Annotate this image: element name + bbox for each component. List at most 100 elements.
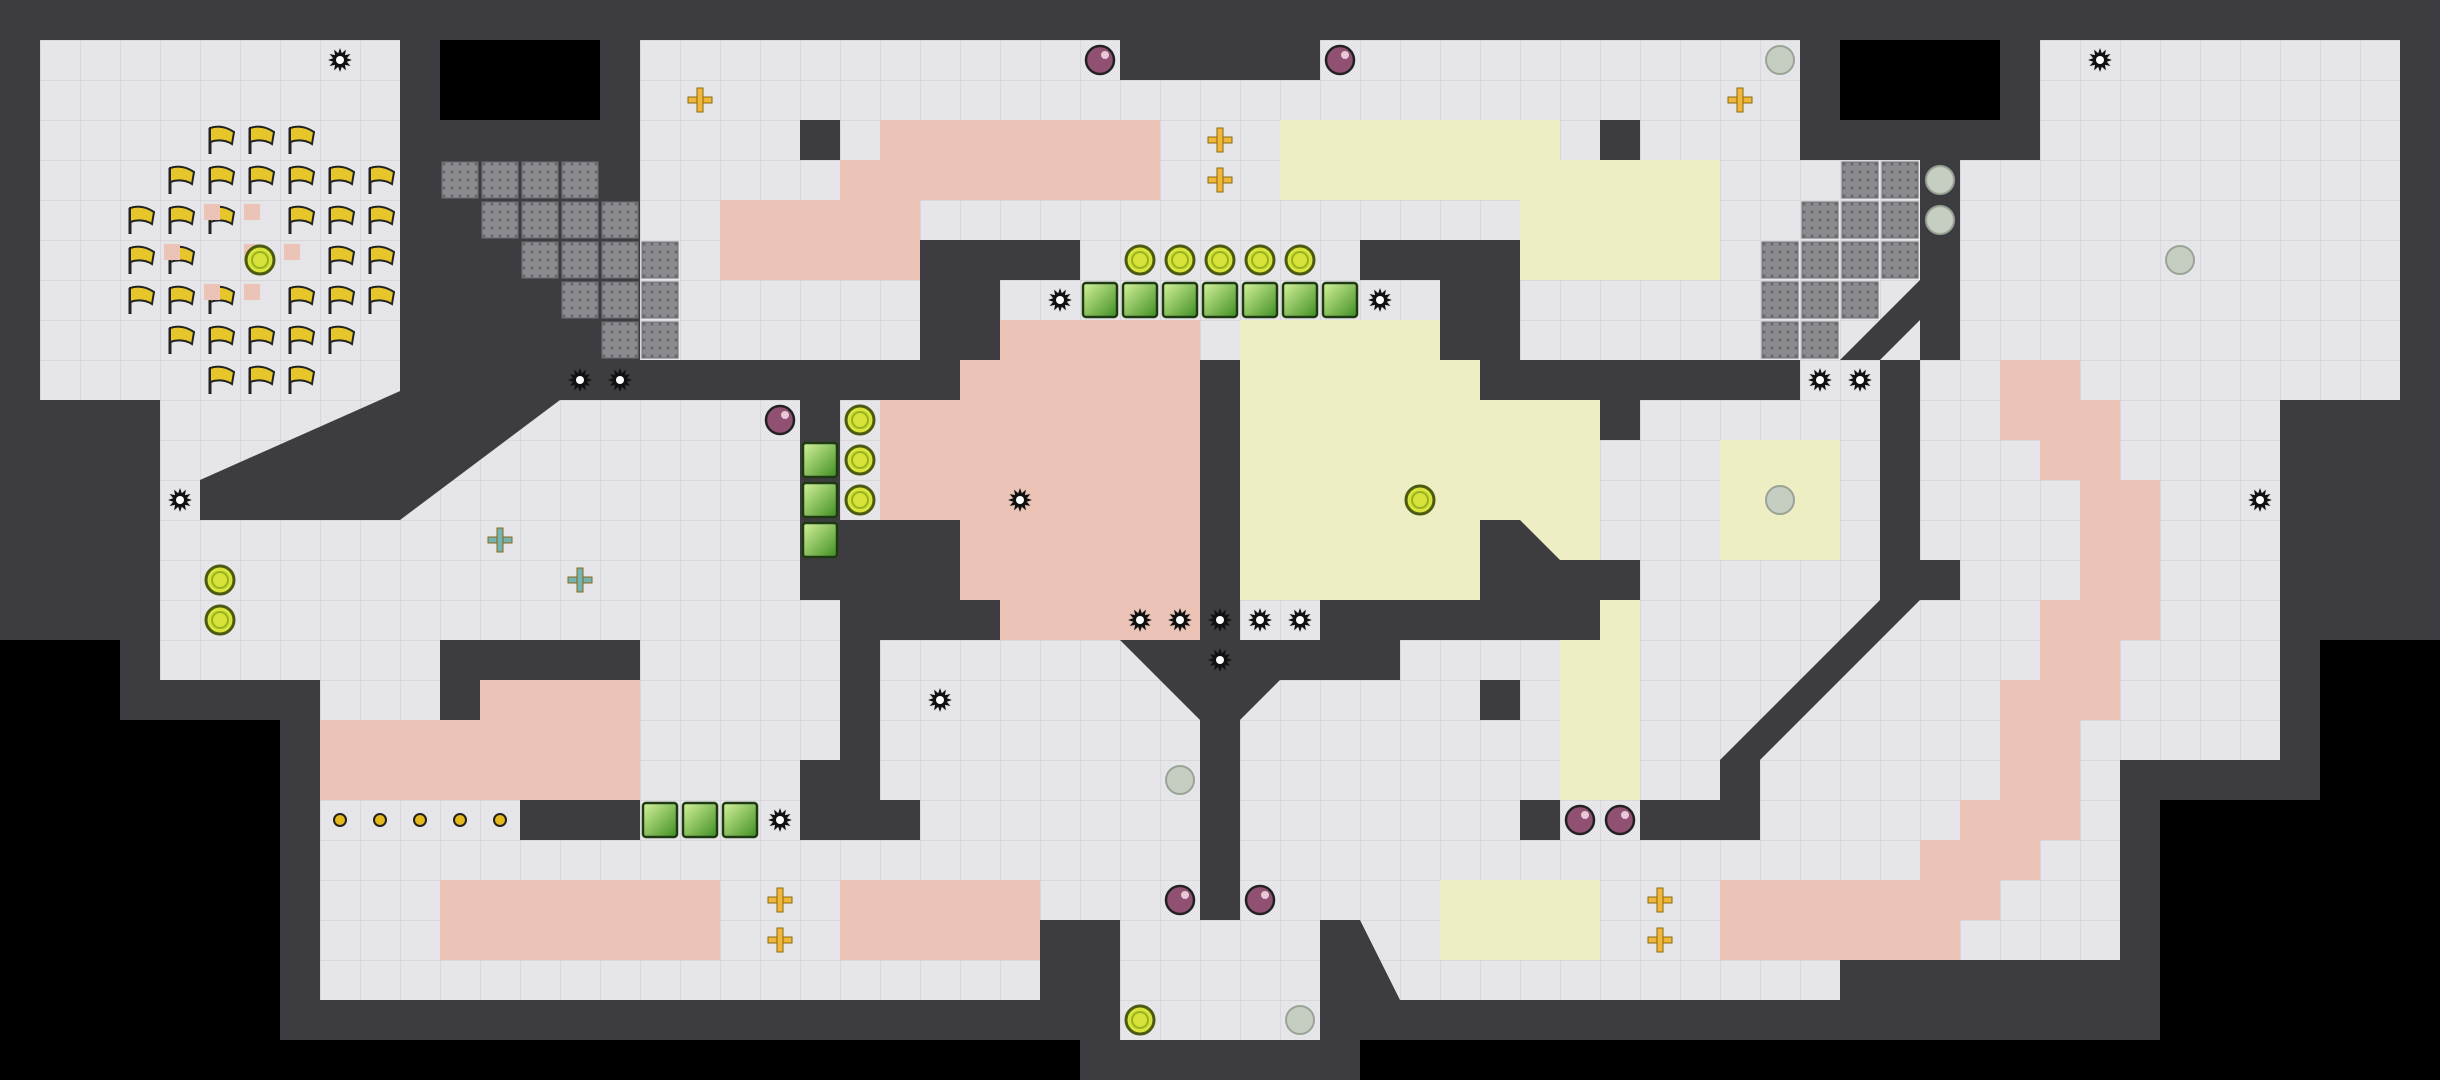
coin-icon[interactable] (844, 444, 876, 476)
potion-orb-icon[interactable] (1564, 804, 1596, 836)
flag-icon[interactable] (208, 325, 236, 354)
flag-icon[interactable] (168, 285, 196, 314)
coin-icon[interactable] (1404, 484, 1436, 516)
potion-orb-icon[interactable] (1324, 44, 1356, 76)
teal-plus-pickup-icon[interactable] (487, 527, 513, 553)
flag-icon[interactable] (368, 165, 396, 194)
flag-icon[interactable] (288, 325, 316, 354)
checker-tile (244, 204, 260, 220)
inner-walls (200, 40, 2040, 1040)
flag-icon[interactable] (288, 205, 316, 234)
flag-icon[interactable] (288, 125, 316, 154)
flag-icon[interactable] (288, 365, 316, 394)
flag-icon[interactable] (328, 285, 356, 314)
gold-plus-pickup-icon[interactable] (1727, 87, 1753, 113)
flag-icon[interactable] (328, 205, 356, 234)
flag-icon[interactable] (168, 165, 196, 194)
spike-mine-icon (1168, 608, 1192, 632)
flag-icon[interactable] (128, 205, 156, 234)
coin-icon[interactable] (1124, 1004, 1156, 1036)
gold-plus-pickup-icon[interactable] (767, 927, 793, 953)
salmon-zones (320, 120, 2160, 960)
pellet-icon[interactable] (373, 813, 387, 827)
metal-grate-tile (1881, 161, 1919, 199)
flag-icon[interactable] (208, 365, 236, 394)
coin-icon[interactable] (1284, 244, 1316, 276)
gold-plus-pickup-icon[interactable] (1647, 927, 1673, 953)
green-crate-icon[interactable] (1121, 281, 1159, 319)
flag-icon[interactable] (288, 165, 316, 194)
green-crate-icon[interactable] (1081, 281, 1119, 319)
flag-icon[interactable] (168, 205, 196, 234)
flag-icon[interactable] (328, 325, 356, 354)
green-crate-icon[interactable] (1241, 281, 1279, 319)
flag-icon[interactable] (168, 325, 196, 354)
gold-plus-pickup-icon[interactable] (687, 87, 713, 113)
flag-icon[interactable] (248, 325, 276, 354)
flag-icon[interactable] (368, 205, 396, 234)
coin-icon[interactable] (1164, 244, 1196, 276)
coin-icon[interactable] (204, 604, 236, 636)
gold-plus-pickup-icon[interactable] (1647, 887, 1673, 913)
coin-icon[interactable] (1124, 244, 1156, 276)
green-crate-icon[interactable] (641, 801, 679, 839)
green-crate-icon[interactable] (1321, 281, 1359, 319)
metal-grate-tile (641, 321, 679, 359)
flag-icon[interactable] (248, 165, 276, 194)
coin-icon[interactable] (1244, 244, 1276, 276)
teal-plus-pickup-icon[interactable] (567, 567, 593, 593)
potion-orb-icon[interactable] (1164, 884, 1196, 916)
metal-grate-tile (1841, 201, 1879, 239)
green-crate-icon[interactable] (801, 521, 839, 559)
gold-plus-pickup-icon[interactable] (1207, 167, 1233, 193)
metal-grate-tile (1801, 321, 1839, 359)
spike-mine-icon (1368, 288, 1392, 312)
green-crate-icon[interactable] (681, 801, 719, 839)
potion-orb-icon[interactable] (1084, 44, 1116, 76)
metal-grate-tile (641, 281, 679, 319)
spike-mine-icon (1288, 608, 1312, 632)
potion-orb-icon[interactable] (1604, 804, 1636, 836)
flag-icon[interactable] (128, 285, 156, 314)
flag-icon[interactable] (328, 245, 356, 274)
yellow-zones (1240, 120, 1840, 960)
metal-grate-tile (521, 161, 559, 199)
flag-icon[interactable] (368, 245, 396, 274)
green-crate-icon[interactable] (721, 801, 759, 839)
flag-icon[interactable] (208, 165, 236, 194)
flag-icon[interactable] (128, 245, 156, 274)
metal-grate-tile (1801, 281, 1839, 319)
pellet-icon[interactable] (493, 813, 507, 827)
pellet-icon[interactable] (333, 813, 347, 827)
coin-icon[interactable] (204, 564, 236, 596)
coin-icon[interactable] (844, 404, 876, 436)
coin-icon[interactable] (1204, 244, 1236, 276)
metal-grate-tile (481, 201, 519, 239)
green-crate-icon[interactable] (1201, 281, 1239, 319)
green-crate-icon[interactable] (801, 481, 839, 519)
flag-icon[interactable] (328, 165, 356, 194)
green-crate-icon[interactable] (801, 441, 839, 479)
flag-icon[interactable] (288, 285, 316, 314)
spike-mine-icon (1848, 368, 1872, 392)
flag-icon[interactable] (368, 285, 396, 314)
gold-plus-pickup-icon[interactable] (767, 887, 793, 913)
flag-icon[interactable] (248, 365, 276, 394)
faded-coin-icon (1765, 45, 1795, 75)
flag-icon[interactable] (248, 125, 276, 154)
green-crate-icon[interactable] (1281, 281, 1319, 319)
metal-grate-tile (641, 241, 679, 279)
potion-orb-icon[interactable] (764, 404, 796, 436)
pellet-icon[interactable] (453, 813, 467, 827)
checker-tile (284, 244, 300, 260)
spike-mine-icon (1048, 288, 1072, 312)
metal-grate-tile (1841, 161, 1879, 199)
flag-icon[interactable] (208, 125, 236, 154)
spike-mine-icon (168, 488, 192, 512)
pellet-icon[interactable] (413, 813, 427, 827)
gold-plus-pickup-icon[interactable] (1207, 127, 1233, 153)
coin-icon[interactable] (844, 484, 876, 516)
potion-orb-icon[interactable] (1244, 884, 1276, 916)
coin-icon[interactable] (244, 244, 276, 276)
green-crate-icon[interactable] (1161, 281, 1199, 319)
